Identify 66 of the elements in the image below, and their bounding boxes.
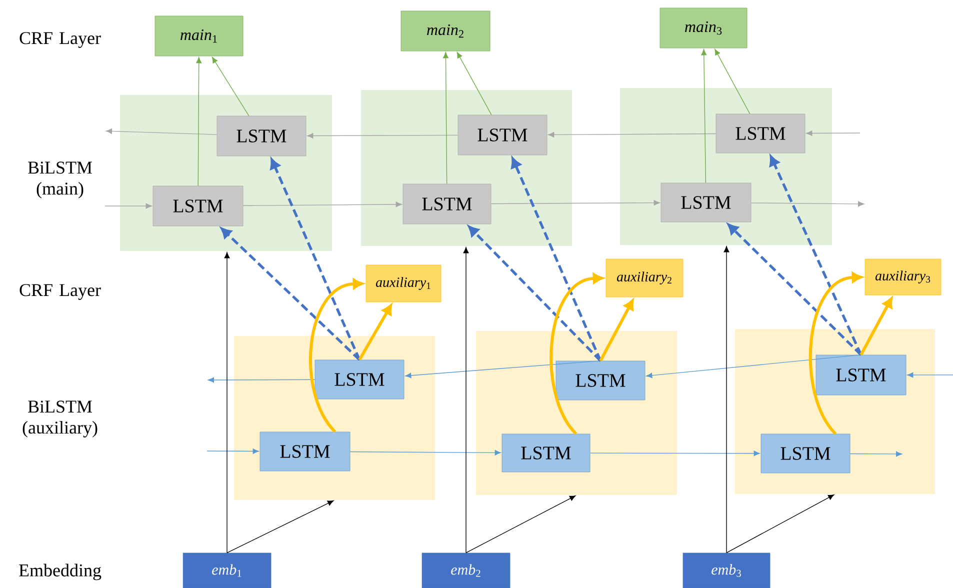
arrow xyxy=(466,495,576,554)
row-label: CRF Layer xyxy=(20,284,101,300)
lstm-box: LSTM xyxy=(216,116,306,156)
arrow xyxy=(270,158,361,360)
row-label: CRF Layer xyxy=(20,32,101,48)
arrow xyxy=(860,298,893,356)
lstm-box: LSTM xyxy=(402,184,492,224)
arrow xyxy=(242,202,402,208)
arrow xyxy=(550,273,603,435)
lstm-box: LSTM xyxy=(152,186,244,226)
arrow xyxy=(206,448,259,454)
arrow xyxy=(456,52,492,116)
arrow xyxy=(212,56,250,116)
lstm-box: LSTM xyxy=(660,182,752,222)
arrow xyxy=(808,272,862,435)
lstm-box: LSTM xyxy=(760,434,850,474)
lstm-box: LSTM xyxy=(556,360,646,400)
arrow xyxy=(750,201,864,207)
arrow xyxy=(220,228,360,361)
arrow xyxy=(104,203,152,209)
arrow xyxy=(714,48,750,114)
arrow xyxy=(106,128,218,135)
arrow xyxy=(646,354,862,378)
arrow xyxy=(850,451,902,457)
lstm-box: LSTM xyxy=(716,114,806,154)
lstm-box: LSTM xyxy=(314,360,404,400)
lstm-box: LSTM xyxy=(816,354,906,396)
arrow xyxy=(307,133,458,138)
arrow xyxy=(769,156,862,356)
arrow xyxy=(701,49,707,184)
arrow xyxy=(724,246,730,554)
arrow xyxy=(196,57,202,186)
arrow xyxy=(405,360,601,378)
output-box: auxiliary$_{1}$ xyxy=(366,264,442,302)
row-label: Embedding xyxy=(19,564,102,580)
lstm-box: LSTM xyxy=(502,434,590,472)
arrow xyxy=(590,450,760,456)
arrow xyxy=(463,247,469,554)
arrow xyxy=(548,132,716,138)
arrow xyxy=(907,372,953,378)
arrow xyxy=(806,130,860,136)
output-box: main$_{3}$ xyxy=(660,8,748,48)
arrow xyxy=(599,300,634,362)
arrow xyxy=(358,304,392,361)
arrow xyxy=(208,377,316,383)
output-box: main$_{2}$ xyxy=(400,10,490,52)
arrow xyxy=(468,226,602,362)
lstm-box: LSTM xyxy=(260,432,350,472)
arrow xyxy=(350,450,501,456)
arrow xyxy=(728,224,862,356)
arrow xyxy=(226,500,334,554)
arrow xyxy=(224,252,230,554)
output-box: auxiliary$_{2}$ xyxy=(606,258,684,298)
arrow xyxy=(443,52,448,184)
row-label: BiLSTM (auxiliary) xyxy=(22,400,98,438)
arrow xyxy=(490,200,660,206)
embedding-box: emb$_{3}$ xyxy=(682,552,770,588)
arrow xyxy=(309,278,363,433)
arrow xyxy=(511,158,602,362)
arrow xyxy=(726,494,834,554)
lstm-box: LSTM xyxy=(458,114,548,156)
output-box: auxiliary$_{3}$ xyxy=(864,258,942,296)
embedding-box: emb$_{2}$ xyxy=(422,552,510,588)
output-box: main$_{1}$ xyxy=(154,16,244,56)
row-label: BiLSTM (main) xyxy=(28,162,92,198)
embedding-box: emb$_{1}$ xyxy=(182,552,272,588)
